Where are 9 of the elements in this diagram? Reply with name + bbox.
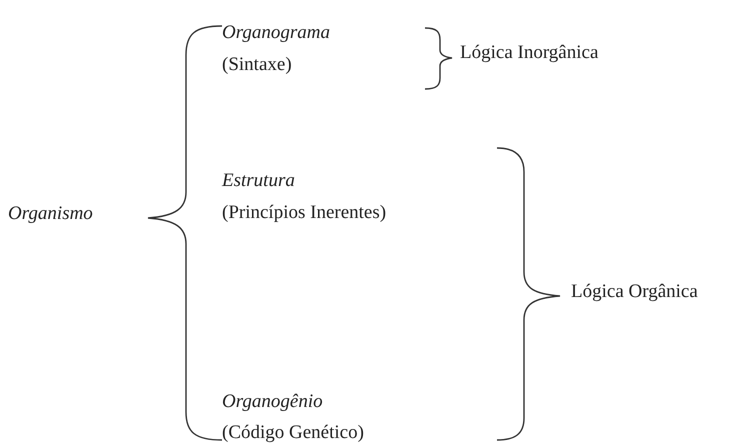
term-label: Organismo [8,203,93,225]
description-label: Lógica Inorgânica [460,42,598,64]
description-label: Lógica Orgânica [571,281,698,303]
term-label: Organogênio [222,391,323,413]
description-label: (Princípios Inerentes) [222,202,386,224]
term-label: Organograma [222,22,330,44]
term-label: Estrutura [222,170,295,192]
description-label: (Código Genético) [222,422,364,443]
description-label: (Sintaxe) [222,54,292,76]
